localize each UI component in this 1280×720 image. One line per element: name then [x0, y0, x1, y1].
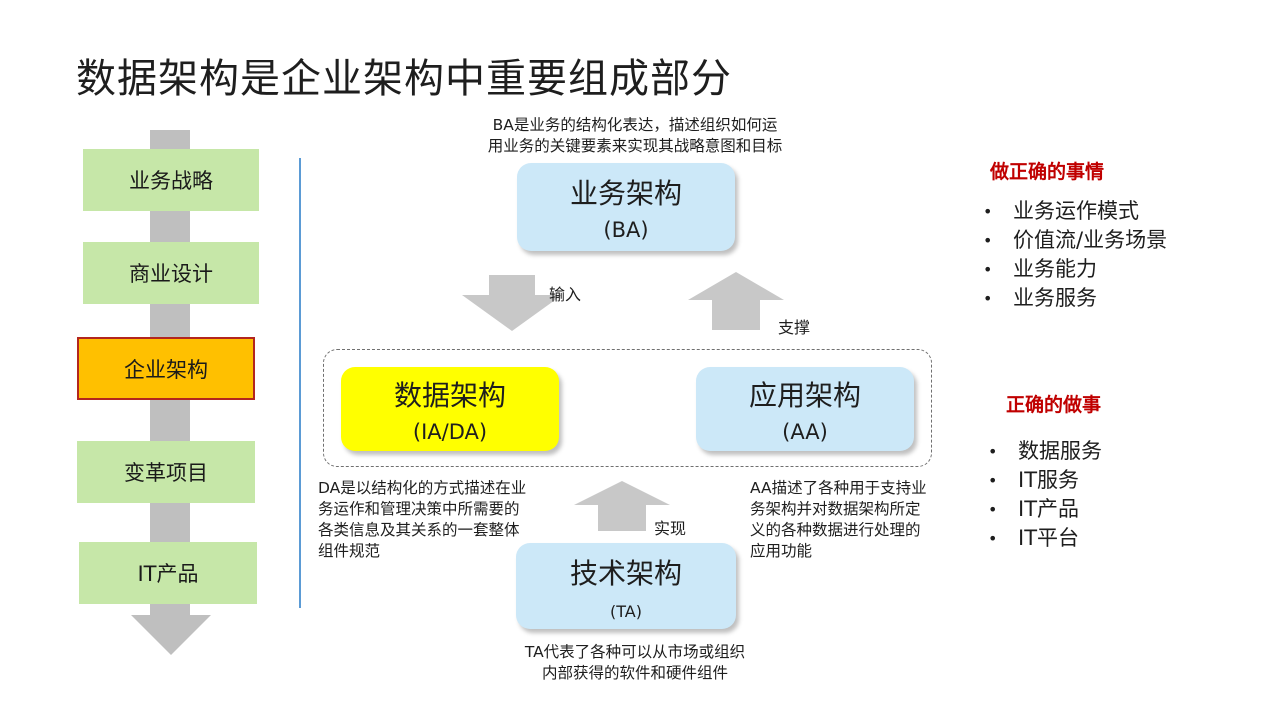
flow-item-label: 商业设计: [129, 262, 213, 286]
list-item: •业务能力: [983, 255, 1167, 284]
ta-abbr: (TA): [610, 601, 642, 621]
aa-description: AA描述了各种用于支持业 务架构并对数据架构所定 义的各种数据进行处理的 应用功…: [750, 479, 927, 560]
page-title: 数据架构是企业架构中重要组成部分: [76, 56, 732, 102]
data-architecture-box: 数据架构 (IA/DA): [341, 367, 559, 451]
ba-description: BA是业务的结构化表达，描述组织如何运 用业务的关键要素来实现其战略意图和目标: [487, 116, 783, 155]
flow-item-business-design: 商业设计: [83, 242, 259, 304]
list-item: •IT产品: [988, 495, 1102, 524]
bullet-icon: •: [988, 442, 998, 461]
aa-name: 应用架构: [748, 379, 861, 412]
input-label: 输入: [549, 285, 582, 304]
bullet-icon: •: [983, 231, 993, 250]
flow-connector: [150, 604, 190, 616]
realize-arrow-icon: [574, 481, 670, 531]
realize-label: 实现: [654, 519, 687, 538]
bullet-icon: •: [983, 202, 993, 221]
da-name: 数据架构: [393, 379, 506, 412]
list-item: •数据服务: [988, 437, 1102, 466]
flow-item-business-strategy: 业务战略: [83, 149, 259, 211]
bullet-icon: •: [988, 529, 998, 548]
bullet-icon: •: [983, 260, 993, 279]
list-item: •价值流/业务场景: [983, 226, 1167, 255]
flow-connector: [150, 211, 190, 243]
list-item: •IT平台: [988, 524, 1102, 553]
list-item: •IT服务: [988, 466, 1102, 495]
flow-connector: [150, 400, 190, 442]
support-arrow-icon: [688, 272, 784, 330]
dashed-group: [323, 349, 932, 467]
divider: [299, 158, 301, 608]
bullet-icon: •: [983, 289, 993, 308]
da-description: DA是以结构化的方式描述在业 务运作和管理决策中所需要的 各类信息及其关系的一套…: [318, 479, 527, 560]
ba-name: 业务架构: [569, 177, 682, 210]
list-item: •业务服务: [983, 284, 1167, 313]
flow-item-enterprise-architecture: 企业架构: [77, 337, 255, 400]
aa-abbr: (AA): [782, 420, 828, 444]
flow-item-label: 企业架构: [124, 357, 208, 382]
support-label: 支撑: [778, 318, 811, 337]
bullet-icon: •: [988, 500, 998, 519]
input-arrow-icon: [462, 275, 562, 331]
down-arrow-icon: [131, 615, 211, 655]
ta-name: 技术架构: [569, 556, 682, 590]
business-architecture-box: 业务架构 (BA): [517, 163, 735, 251]
do-right-things-list: •业务运作模式 •价值流/业务场景 •业务能力 •业务服务: [983, 197, 1167, 313]
flow-item-label: 变革项目: [124, 461, 208, 485]
technology-architecture-box: 技术架构 (TA): [516, 543, 736, 629]
section-heading-do-right-things: 做正确的事情: [990, 161, 1105, 183]
flow-connector: [150, 130, 190, 150]
application-architecture-box: 应用架构 (AA): [696, 367, 914, 451]
section-heading-do-things-right: 正确的做事: [1006, 394, 1102, 416]
ta-description: TA代表了各种可以从市场或组织 内部获得的软件和硬件组件: [524, 643, 746, 682]
flow-item-it-product: IT产品: [79, 542, 257, 604]
ba-abbr: (BA): [603, 218, 649, 242]
bullet-icon: •: [988, 471, 998, 490]
flow-item-label: IT产品: [137, 562, 199, 586]
flow-connector: [150, 304, 190, 338]
flow-item-change-project: 变革项目: [77, 441, 255, 503]
list-item: •业务运作模式: [983, 197, 1167, 226]
da-abbr: (IA/DA): [412, 420, 488, 444]
flow-connector: [150, 503, 190, 543]
do-things-right-list: •数据服务 •IT服务 •IT产品 •IT平台: [988, 437, 1102, 553]
flow-item-label: 业务战略: [129, 169, 213, 193]
